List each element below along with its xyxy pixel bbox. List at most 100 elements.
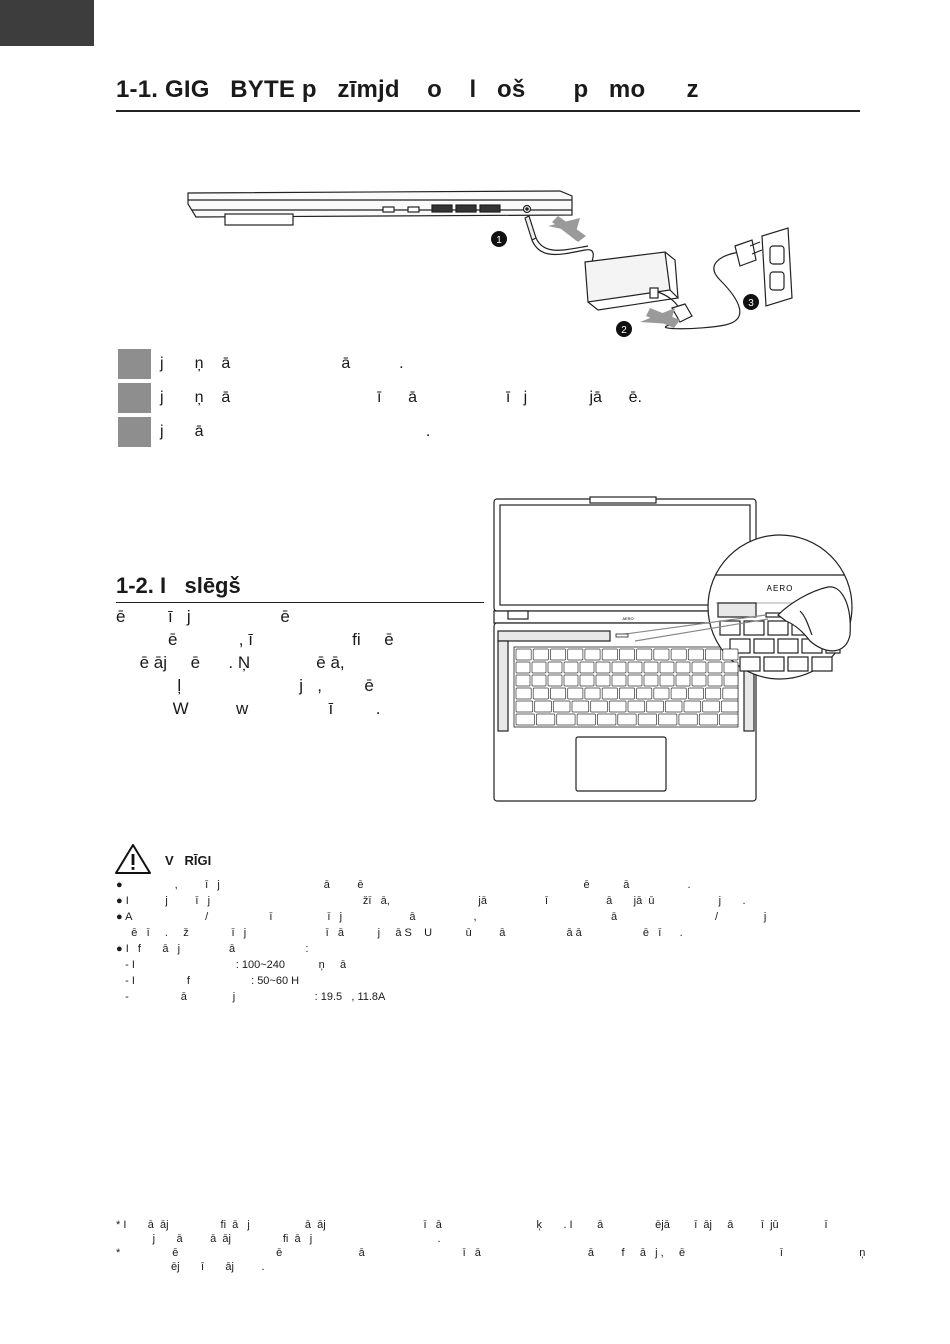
- chapter-tab: [0, 0, 94, 46]
- keyboard-key: [687, 687, 704, 700]
- keyboard-key: [567, 648, 584, 661]
- brand-logo-zoom: AERO: [767, 584, 794, 593]
- callout-3: 3: [748, 298, 754, 309]
- keyboard-key: [534, 700, 552, 713]
- warning-line-7: - I f : 50~60 H: [116, 975, 300, 987]
- keyboard-key: [653, 687, 670, 700]
- keyboard-key: [675, 674, 691, 687]
- keyboard-key: [637, 713, 657, 726]
- callout-2: 2: [621, 325, 627, 336]
- keyboard-key: [595, 661, 611, 674]
- keyboard-key: [705, 648, 722, 661]
- keyboard-key: [653, 648, 670, 661]
- keyboard-key: [515, 674, 531, 687]
- keyboard-key: [636, 648, 653, 661]
- keyboard-key: [722, 687, 739, 700]
- keyboard-key: [722, 648, 739, 661]
- keyboard-key: [536, 713, 556, 726]
- keyboard-key: [705, 687, 722, 700]
- keyboard-key: [707, 661, 723, 674]
- section-2-line-2: ē , ī fi ē: [116, 630, 394, 649]
- step-1-box: [118, 349, 151, 379]
- keyboard-key: [531, 661, 547, 674]
- keyboard-key: [515, 661, 531, 674]
- keyboard-key: [670, 648, 687, 661]
- section-2-line-3: ē āj ē . Ņ ē ā,: [116, 653, 345, 672]
- footnote-1-line-1: * I ā āj fi ā j ā āj ī ā ķ . I ā ējā ī ā…: [116, 1219, 828, 1231]
- keyboard-key: [658, 713, 678, 726]
- keyboard-key: [579, 661, 595, 674]
- step-1-text: j ņ ā ā .: [160, 355, 404, 372]
- section-1-rule: [116, 110, 860, 112]
- keyboard-key: [723, 661, 739, 674]
- step-2-text: j ņ ā ī ā ī j jā ē.: [160, 389, 642, 406]
- warning-line-1: ● , ī j ā ē ē ā .: [116, 879, 691, 891]
- keyboard-key: [719, 713, 739, 726]
- keyboard-key: [691, 674, 707, 687]
- warning-line-3: ● A / ī ī j ā , ā /: [116, 911, 767, 923]
- keyboard-key: [550, 648, 567, 661]
- keyboard-key: [547, 661, 563, 674]
- keyboard-key: [659, 674, 675, 687]
- keyboard-key: [707, 674, 723, 687]
- keyboard-key: [515, 700, 534, 713]
- keyboard-key: [608, 700, 627, 713]
- keyboard-key: [601, 687, 618, 700]
- keyboard-key: [571, 700, 590, 713]
- keyboard-key: [532, 687, 549, 700]
- keyboard-key: [643, 661, 659, 674]
- warning-line-2: ● I j ī j žī ā, jā ī ā jā ū j .: [116, 895, 746, 907]
- section-2-rule: [116, 602, 484, 603]
- keyboard-key: [552, 700, 571, 713]
- warning-icon: [115, 844, 151, 874]
- keyboard-key: [691, 661, 707, 674]
- keyboard-key: [702, 700, 720, 713]
- keyboard-key: [619, 648, 635, 661]
- laptop-power-button-illustration: AERO AERO: [493, 496, 853, 802]
- keyboard-key: [611, 661, 627, 674]
- keyboard-key: [646, 700, 664, 713]
- footnote-2-line-2: ēj ī āj .: [116, 1261, 265, 1273]
- keyboard-key: [627, 661, 643, 674]
- keyboard-key: [619, 687, 635, 700]
- keyboard-key: [659, 661, 675, 674]
- keyboard-key: [590, 700, 608, 713]
- keyboard-key: [556, 713, 576, 726]
- callout-1: 1: [496, 235, 502, 246]
- keyboard-key: [567, 687, 584, 700]
- keyboard-key: [531, 674, 547, 687]
- footnote-2-line-1: * ē ē ā ī ā ā f ā j , ē: [116, 1247, 866, 1259]
- section-2-line-4: ļ j , ē: [116, 676, 374, 695]
- keyboard-key: [579, 674, 595, 687]
- step-3-text: j ā .: [160, 423, 431, 440]
- keyboard-key: [576, 713, 596, 726]
- keyboard-key: [547, 674, 563, 687]
- warning-line-8: - ā j : 19.5 , 11.8A: [116, 991, 386, 1003]
- keyboard-key: [636, 687, 653, 700]
- keyboard-key: [617, 713, 637, 726]
- step-2-box: [118, 383, 151, 413]
- section-2-title: 1-2. I slēgš: [116, 573, 241, 598]
- keyboard-key: [550, 687, 567, 700]
- keyboard-key: [643, 674, 659, 687]
- step-3-box: [118, 417, 151, 447]
- footnote-1-line-2: j ā ā āj fi ā j .: [116, 1233, 441, 1245]
- keyboard-key: [584, 687, 601, 700]
- section-1-title: 1-1. GIG BYTE p zīmjd o l oš p mo z: [116, 76, 699, 103]
- keyboard-key: [563, 661, 579, 674]
- power-connection-illustration: 1 2 3: [187, 190, 793, 337]
- keyboard-key: [515, 648, 532, 661]
- warning-line-6: - I : 100~240 ņ ā: [116, 959, 347, 971]
- section-2-line-5: W w ī .: [116, 699, 381, 718]
- keyboard-key: [597, 713, 617, 726]
- keyboard-key: [611, 674, 627, 687]
- keyboard-key: [584, 648, 601, 661]
- keyboard-key: [687, 648, 704, 661]
- keyboard-key: [723, 674, 739, 687]
- keyboard-key: [720, 700, 739, 713]
- keyboard-key: [515, 713, 535, 726]
- warning-title: V RĪGI: [165, 853, 212, 868]
- keyboard-key: [698, 713, 719, 726]
- keyboard-key: [627, 674, 643, 687]
- section-2-line-1: ē ī j ē: [116, 607, 290, 626]
